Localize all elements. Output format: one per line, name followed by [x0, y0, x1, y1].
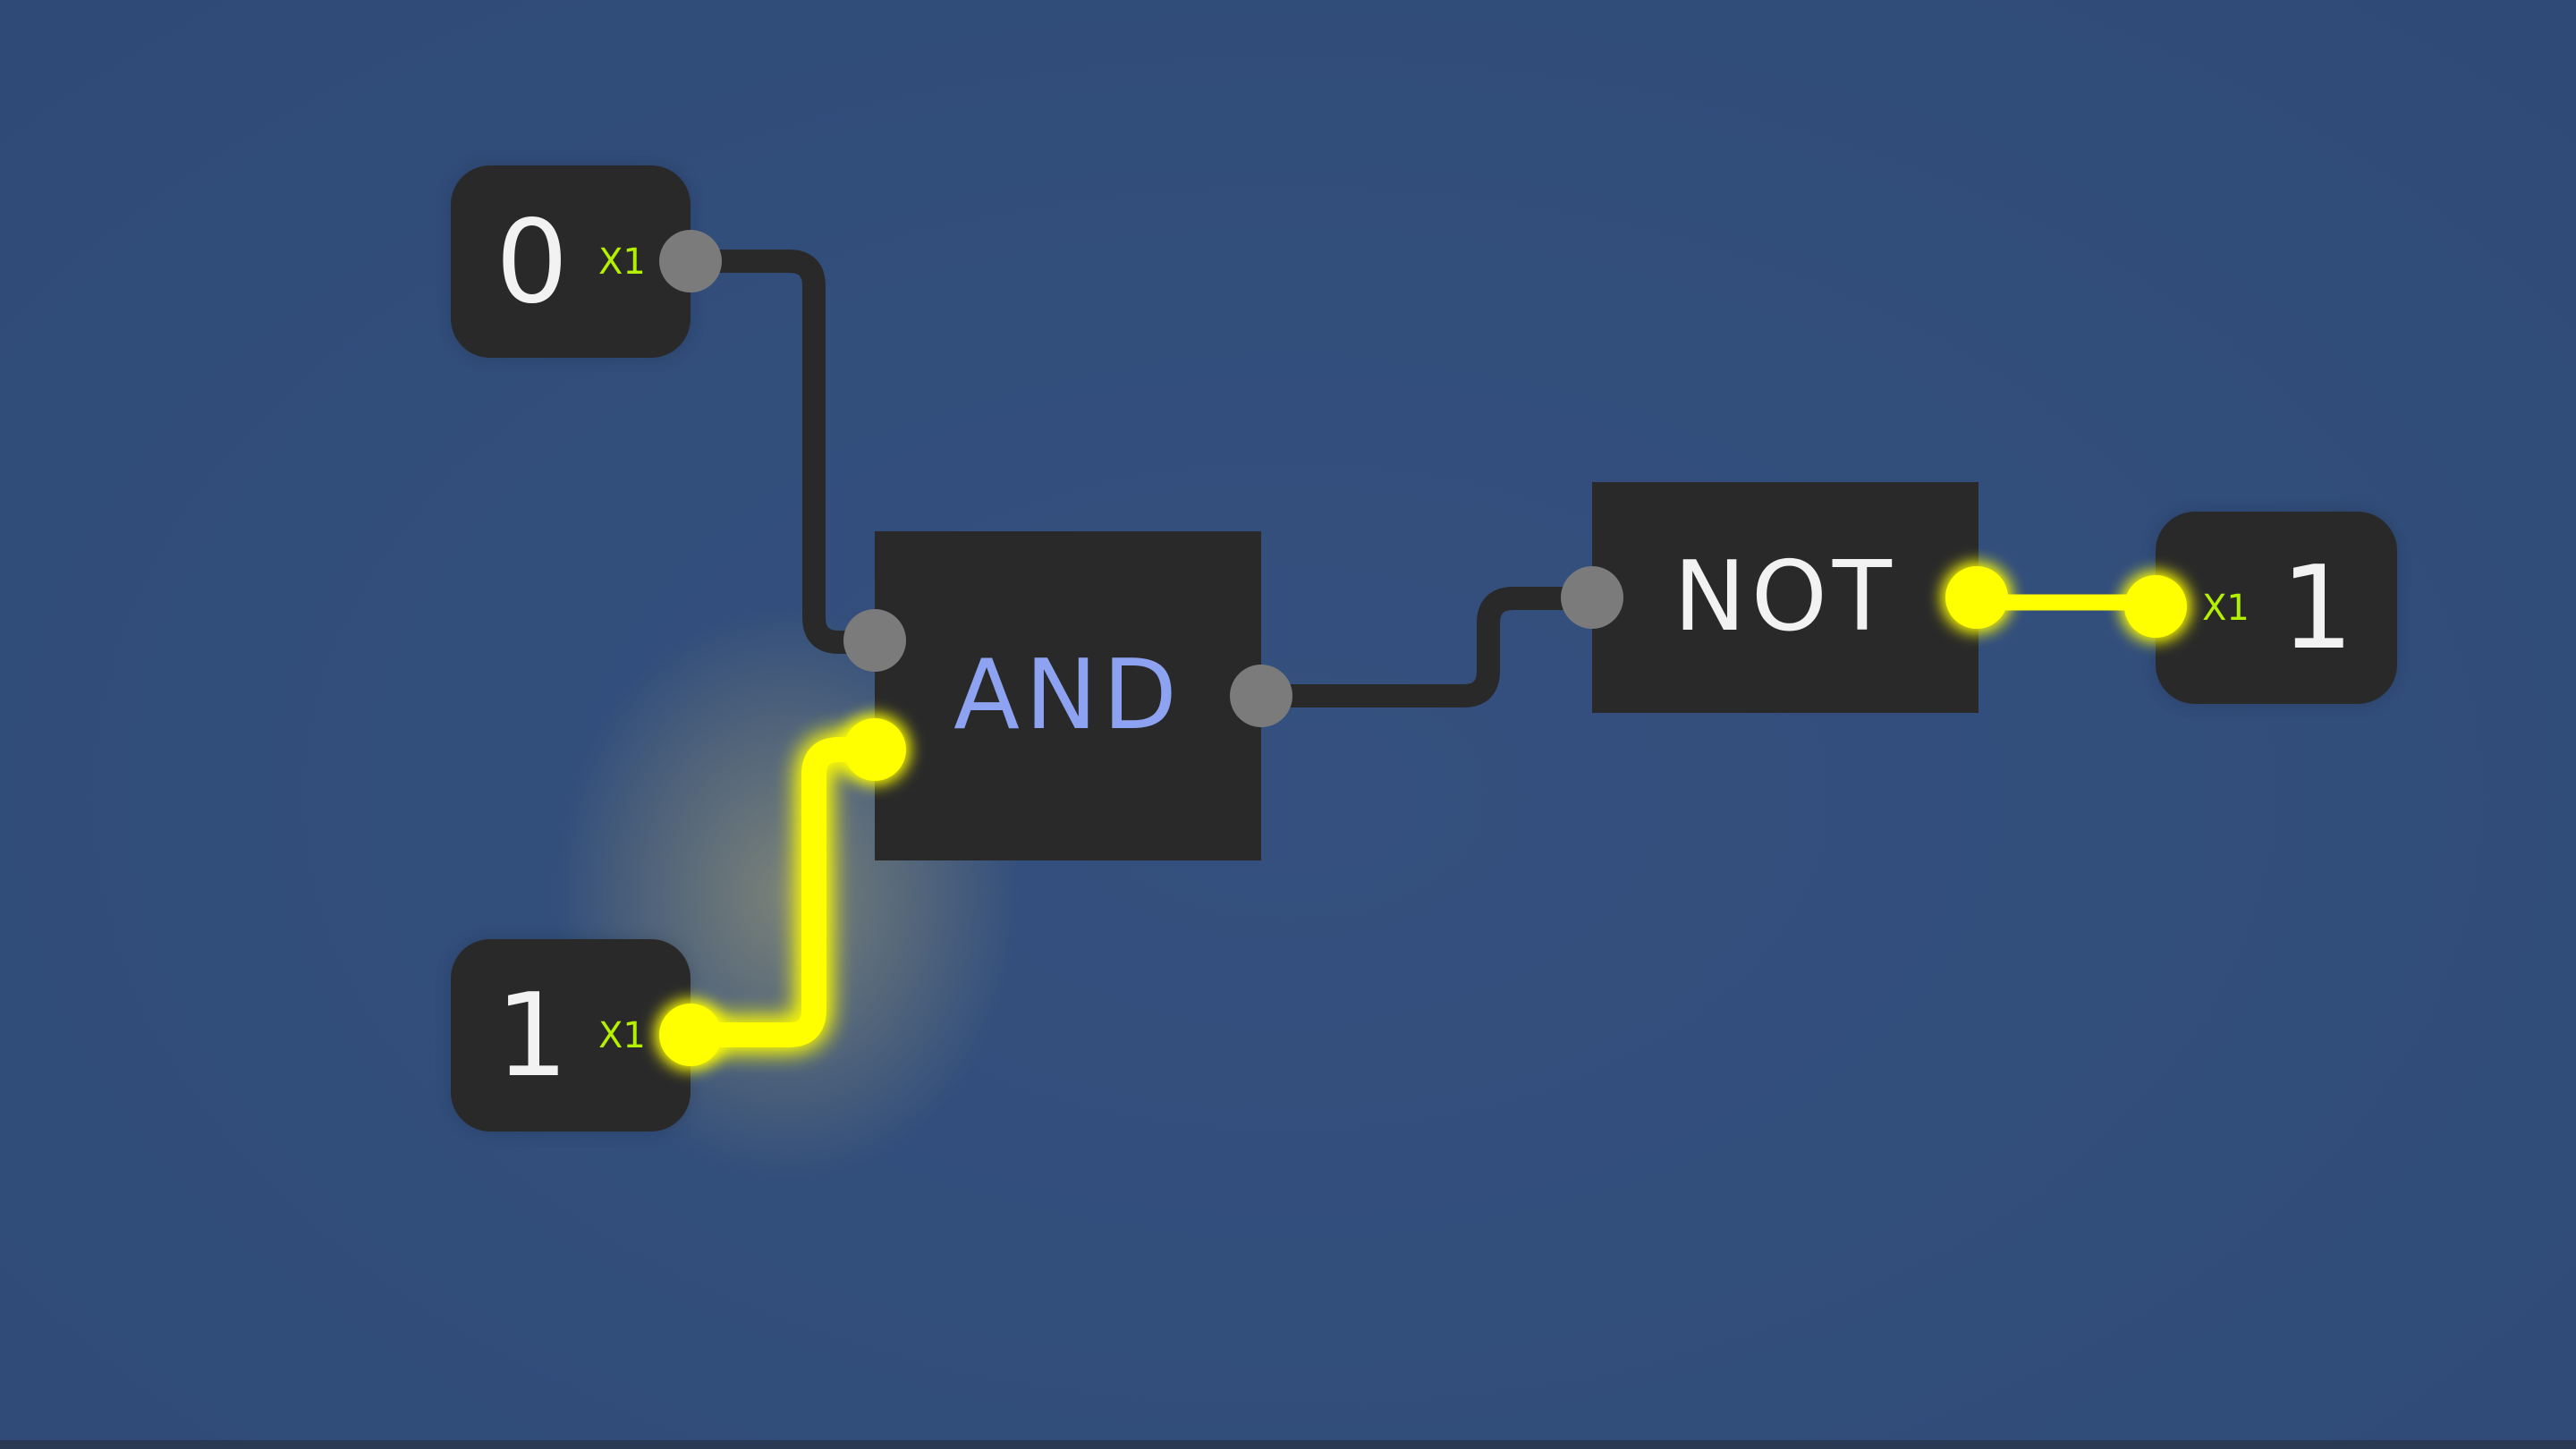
- bottom-bar: [0, 1440, 2576, 1449]
- input-node-1[interactable]: 1 X1: [451, 939, 691, 1131]
- and-gate[interactable]: AND: [875, 531, 1261, 860]
- wire-and-to-not[interactable]: [1248, 587, 1602, 708]
- input-node-0[interactable]: 0 X1: [451, 165, 691, 358]
- input-multiplier-1: X1: [598, 1015, 646, 1056]
- input-value-1[interactable]: 1: [496, 970, 569, 1103]
- and-gate-label: AND: [953, 640, 1182, 751]
- wire-input0-to-and[interactable]: [679, 250, 886, 654]
- not-gate[interactable]: NOT: [1592, 482, 1979, 713]
- output-node[interactable]: X1 1: [2156, 512, 2397, 704]
- input-multiplier-0: X1: [598, 242, 646, 283]
- input-value-0[interactable]: 0: [496, 196, 569, 329]
- not-gate-label: NOT: [1674, 541, 1897, 653]
- wire-input1-to-and[interactable]: [678, 737, 887, 1047]
- output-value: 1: [2281, 542, 2354, 675]
- wire-not-to-output[interactable]: [1962, 586, 2168, 619]
- output-multiplier: X1: [2202, 588, 2250, 629]
